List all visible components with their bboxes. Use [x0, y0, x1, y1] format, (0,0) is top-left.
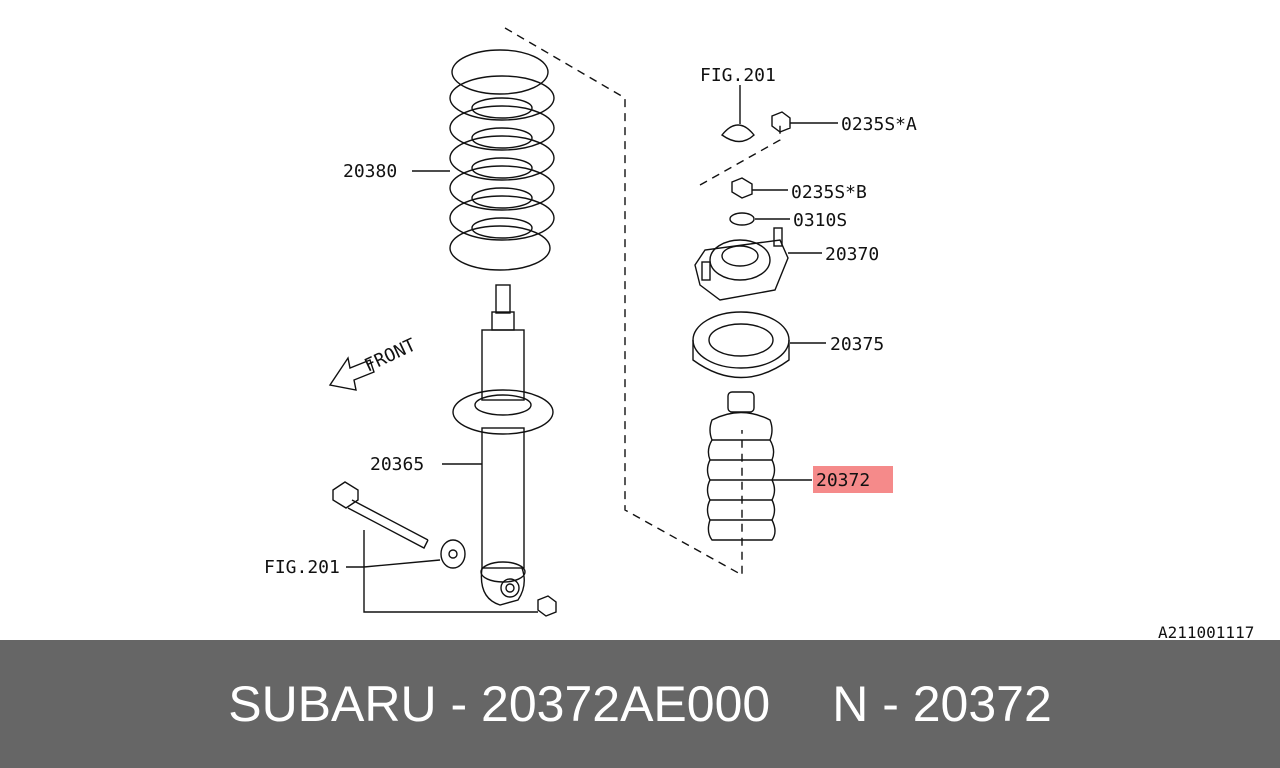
bolt-washer-nut-drawing — [332, 481, 557, 617]
label-fig-ref-top[interactable]: FIG.201 — [700, 65, 776, 86]
label-mount[interactable]: 20370 — [825, 244, 879, 265]
label-nut-b[interactable]: 0235S*B — [791, 182, 867, 203]
footer-brand-part: SUBARU - 20372AE000 — [228, 676, 771, 732]
label-seat[interactable]: 20375 — [830, 334, 884, 355]
cap-drawing — [720, 124, 755, 143]
footer-ref: N - 20372 — [832, 676, 1052, 732]
strut-drawing — [452, 284, 554, 606]
label-nut-a[interactable]: 0235S*A — [841, 114, 917, 135]
label-strut[interactable]: 20365 — [370, 454, 424, 475]
nut-b-drawing — [731, 177, 753, 199]
label-front: FRONT — [361, 335, 419, 377]
nut-a-drawing — [771, 111, 791, 133]
drawing-code: A211001117 — [1158, 623, 1254, 640]
leader-lines — [412, 85, 838, 481]
footer-bar: SUBARU - 20372AE000 N - 20372 — [0, 640, 1280, 768]
boot-drawing — [706, 391, 776, 541]
washer-drawing — [729, 212, 755, 226]
label-washer[interactable]: 0310S — [793, 210, 847, 231]
label-fig-ref-bottom[interactable]: FIG.201 — [264, 557, 340, 578]
mount-drawing — [694, 227, 789, 301]
seat-drawing — [692, 311, 790, 379]
label-coil-spring[interactable]: 20380 — [343, 161, 397, 182]
coil-spring-drawing — [449, 49, 555, 271]
highlight-box — [813, 466, 893, 493]
parts-diagram: 20380 20365 FIG.201 FIG.201 0235S*A 0235… — [264, 27, 1254, 640]
label-boot[interactable]: 20372 — [816, 470, 870, 491]
assembly-dashed-guide — [504, 27, 781, 577]
front-arrow — [328, 356, 375, 391]
